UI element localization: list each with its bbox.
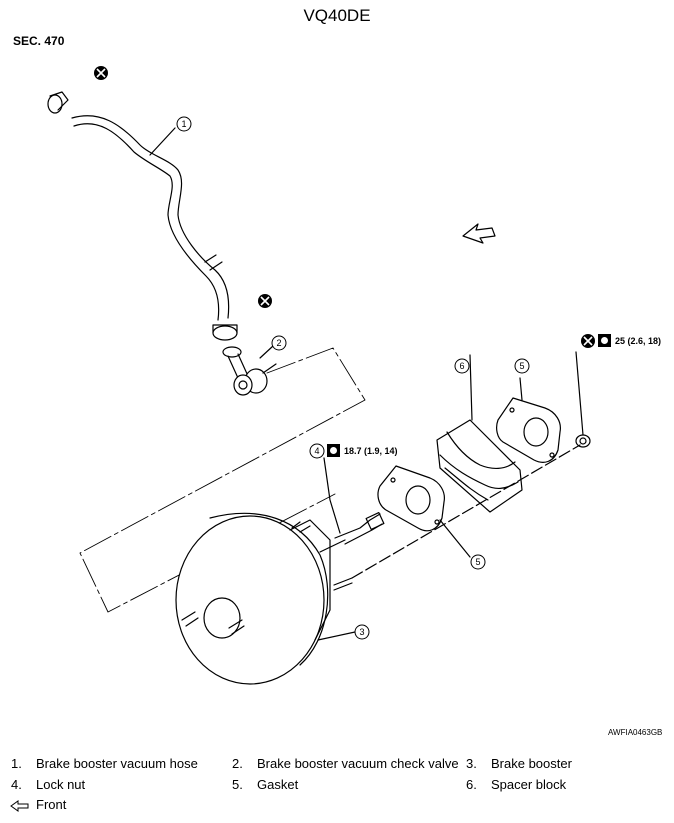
- legend-num-5: 5.: [232, 777, 243, 792]
- callout-6: 6: [459, 361, 464, 371]
- vacuum-hose: [71, 115, 230, 321]
- gasket-front: [496, 397, 561, 463]
- legend-label-5: Gasket: [257, 777, 299, 792]
- front-arrow-icon: [462, 223, 496, 244]
- torque-wrench-icon: [327, 444, 340, 457]
- callout-4: 4: [314, 446, 319, 456]
- legend-num-4: 4.: [11, 777, 22, 792]
- brake-booster: [175, 512, 353, 685]
- callout-5-front: 5: [519, 361, 524, 371]
- torque-wrench-icon: [598, 334, 611, 347]
- do-not-reuse-icon: [94, 66, 108, 80]
- section-number: SEC. 470: [13, 34, 65, 48]
- front-arrow-icon: [10, 800, 29, 812]
- legend-num-3: 3.: [466, 756, 477, 771]
- legend-num-6: 6.: [466, 777, 477, 792]
- callout-3: 3: [359, 627, 364, 637]
- hose-clamp-lower: [212, 324, 238, 341]
- pushrod: [334, 512, 385, 545]
- diagram-title: VQ40DE: [303, 6, 371, 25]
- do-not-reuse-icon: [258, 294, 272, 308]
- legend-num-1: 1.: [11, 756, 22, 771]
- legend-front-label: Front: [36, 797, 67, 812]
- legend-label-6: Spacer block: [491, 777, 567, 792]
- legend-num-2: 2.: [232, 756, 243, 771]
- legend-label-3: Brake booster: [491, 756, 572, 771]
- legend-label-4: Lock nut: [36, 777, 86, 792]
- hose-clamp-top: [47, 91, 69, 114]
- check-valve: [222, 346, 277, 396]
- do-not-reuse-icon: [581, 334, 595, 348]
- torque-lock-nut: 18.7 (1.9, 14): [344, 446, 398, 456]
- legend-label-2: Brake booster vacuum check valve: [257, 756, 459, 771]
- torque-spacer-nut: 25 (2.6, 18): [615, 336, 661, 346]
- legend-label-1: Brake booster vacuum hose: [36, 756, 198, 771]
- figure-id: AWFIA0463GB: [608, 728, 663, 737]
- callout-2: 2: [276, 338, 281, 348]
- callout-5-rear: 5: [475, 557, 480, 567]
- gasket-rear: [377, 465, 445, 532]
- callout-1: 1: [181, 119, 186, 129]
- nut: [575, 434, 591, 448]
